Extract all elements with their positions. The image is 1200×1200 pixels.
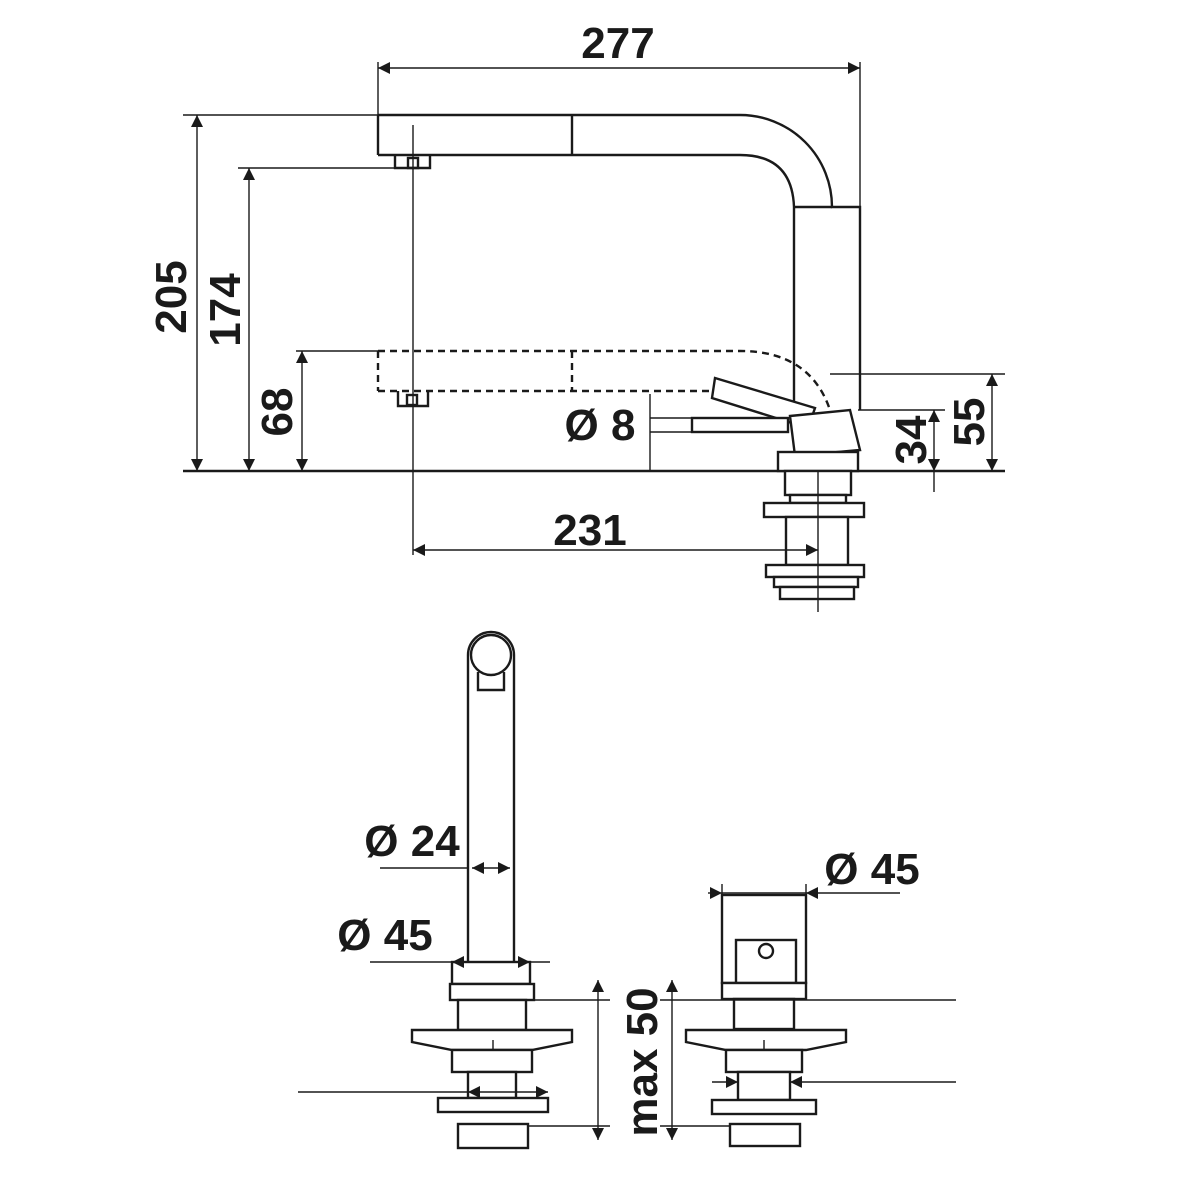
dim-max-50: max 50 [618, 987, 667, 1136]
spout-upper [376, 113, 862, 410]
lever-handle [690, 376, 862, 458]
dim-55: 55 [945, 398, 994, 447]
mounting-assembly-side [762, 450, 866, 612]
dim-231: 231 [553, 506, 626, 555]
front-view-spout: Ø 24 Ø 45 max 50 [298, 630, 667, 1150]
dim-205: 205 [147, 260, 196, 333]
dim-dia-8: Ø 8 [565, 401, 636, 450]
dim-dia-24: Ø 24 [364, 817, 460, 866]
front-view-handle: Ø 45 [660, 845, 956, 1148]
dim-277: 277 [581, 19, 654, 68]
side-view: 277 205 174 68 Ø 8 34 55 231 [147, 19, 1005, 612]
dim-68: 68 [253, 388, 302, 437]
dim-dia-45-right: Ø 45 [824, 845, 919, 894]
dim-34: 34 [887, 415, 936, 464]
dim-174: 174 [201, 273, 250, 347]
dim-dia-45-left: Ø 45 [337, 911, 432, 960]
